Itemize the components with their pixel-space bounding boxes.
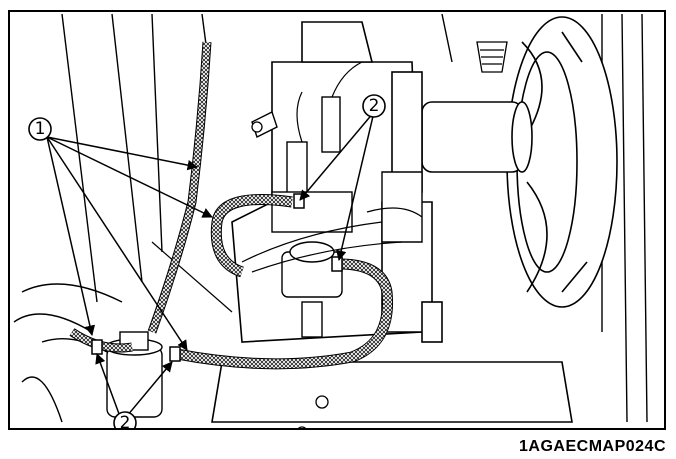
fuel-hoses <box>69 41 394 370</box>
bellows <box>476 41 508 73</box>
fuel-pipes <box>151 61 423 313</box>
callout-2-bottom: 2 <box>113 411 137 428</box>
callout-2-top: 2 <box>362 94 386 118</box>
diagram-frame: 1 2 2 <box>8 10 666 430</box>
callout-2-bottom-arrows <box>95 353 173 423</box>
bolts <box>251 121 329 428</box>
injection-pump <box>251 96 423 338</box>
callout-1: 1 <box>28 117 52 141</box>
callout-2-top-arrows <box>299 111 375 262</box>
figure-code: 1AGAECMAP024C <box>519 438 666 455</box>
callout-2-bottom-number: 2 <box>120 413 131 428</box>
callout-2-top-number: 2 <box>369 96 380 116</box>
callout-1-arrows <box>46 136 213 351</box>
fan-assembly <box>421 16 618 308</box>
callout-1-number: 1 <box>35 119 46 139</box>
engine-illustration: 1 2 2 <box>13 13 648 428</box>
